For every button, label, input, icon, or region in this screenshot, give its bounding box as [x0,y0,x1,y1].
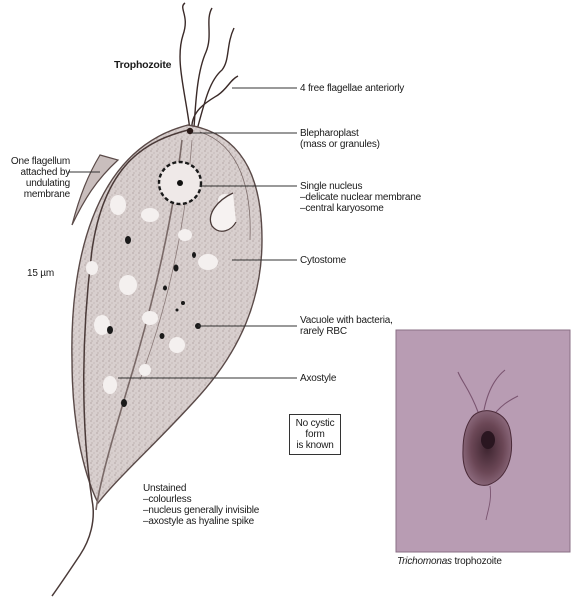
anterior-flagella [180,3,238,130]
photo-caption: Trichomonas trophozoite [397,556,502,567]
label-axostyle: Axostyle [300,373,336,384]
photo-nucleus [481,431,495,449]
photo-panel [396,330,570,552]
label-undulating-membrane: One flagellum attached by undulating mem… [2,156,70,200]
label-size: 15 µm [27,268,54,279]
diagram-title: Trophozoite [114,60,171,71]
label-unstained: Unstained –colourless –nucleus generally… [143,483,259,527]
label-cytostome: Cytostome [300,255,346,266]
photo-caption-genus: Trichomonas [397,556,452,567]
label-blepharoplast: Blepharoplast (mass or granules) [300,128,380,150]
label-flagellae: 4 free flagellae anteriorly [300,83,404,94]
no-cyst-box: No cystic form is known [289,414,341,455]
label-nucleus: Single nucleus –delicate nuclear membran… [300,181,421,214]
karyosome [177,180,183,186]
photo-caption-rest: trophozoite [452,556,502,567]
label-vacuole: Vacuole with bacteria, rarely RBC [300,315,393,337]
